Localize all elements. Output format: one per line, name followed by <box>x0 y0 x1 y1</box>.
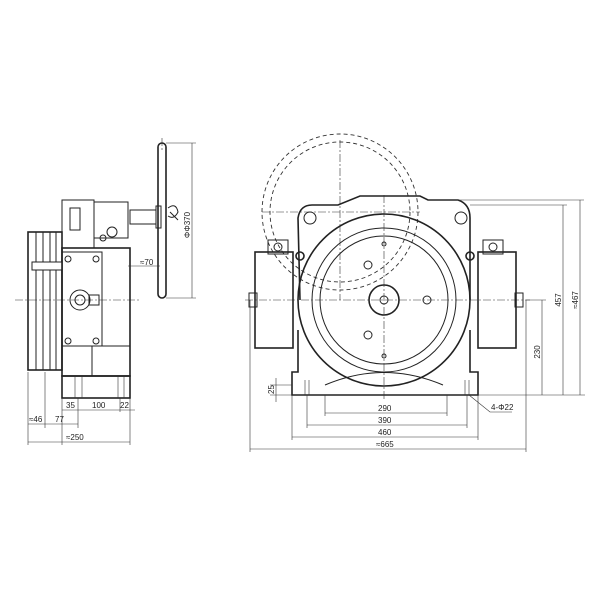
dim-230: 230 <box>533 345 542 359</box>
motor-housing <box>297 195 471 301</box>
dim-290: 290 <box>378 404 392 413</box>
brake-right <box>465 239 524 349</box>
dim-77: 77 <box>55 415 64 424</box>
handwheel[interactable] <box>129 138 179 299</box>
dim-100: 100 <box>92 401 106 410</box>
motor-base <box>291 330 479 396</box>
dim-holes: 4-Φ22 <box>491 403 514 412</box>
dim-46: ≈46 <box>29 415 43 424</box>
dim-665: ≈665 <box>376 440 394 449</box>
motor-body <box>61 199 131 399</box>
side-view: ΦΦ370 ≈70 35 100 22 ≈46 77 ≈250 <box>15 138 196 445</box>
dim-handwheel-diameter: ΦΦ370 <box>183 211 192 238</box>
dim-35: 35 <box>66 401 75 410</box>
brake-left <box>248 239 305 349</box>
side-dimensions: ΦΦ370 ≈70 35 100 22 ≈46 77 ≈250 <box>27 142 196 445</box>
dim-460: 460 <box>378 428 392 437</box>
dim-25: 25 <box>267 385 276 394</box>
dim-70: ≈70 <box>140 258 154 267</box>
dim-467: ≈467 <box>571 291 580 309</box>
dim-390: 390 <box>378 416 392 425</box>
dim-250: ≈250 <box>66 433 84 442</box>
front-dimensions: 290 390 460 ≈665 25 4-Φ22 230 457 ≈467 <box>249 199 585 452</box>
dim-22: 22 <box>120 401 129 410</box>
traction-sheave <box>27 231 63 371</box>
front-view: 290 390 460 ≈665 25 4-Φ22 230 457 ≈467 <box>245 133 585 452</box>
dim-457: 457 <box>554 293 563 307</box>
